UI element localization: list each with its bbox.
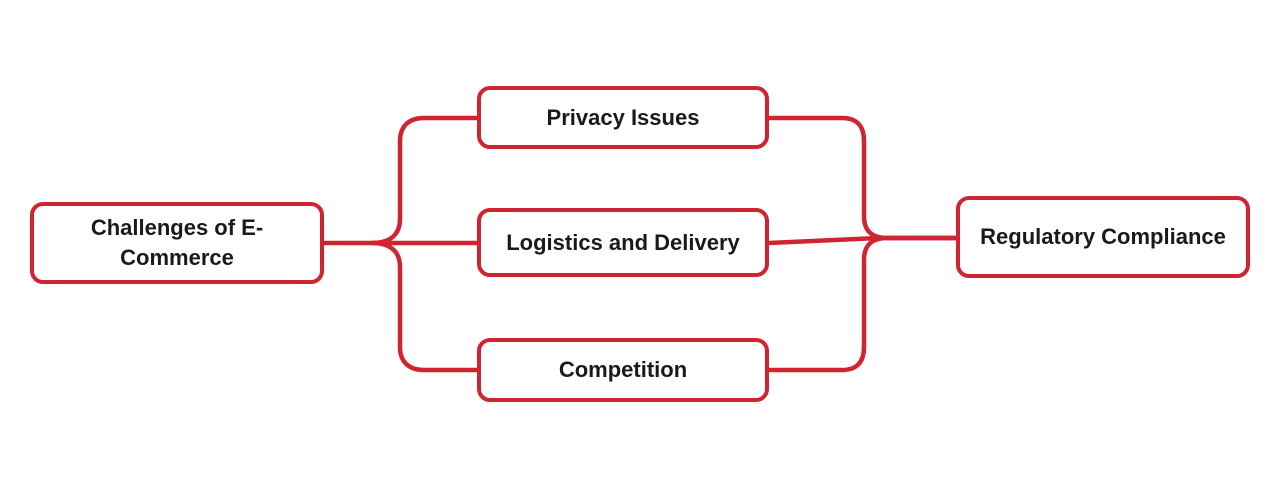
node-logistics-and-delivery-label: Logistics and Delivery xyxy=(506,229,740,255)
node-regulatory-compliance: Regulatory Compliance xyxy=(956,196,1250,278)
node-privacy-issues-label: Privacy Issues xyxy=(546,104,700,130)
node-competition-label: Competition xyxy=(558,357,688,383)
node-challenges-of-ecommerce-label: Challenges of E-Commerce xyxy=(90,215,264,270)
connector-competition-to-regulatory xyxy=(766,235,959,373)
node-regulatory-compliance-label: Regulatory Compliance xyxy=(980,224,1226,250)
connector-root-to-privacy xyxy=(369,115,480,246)
node-competition: Competition xyxy=(477,338,769,402)
connector-privacy-to-regulatory xyxy=(766,115,959,241)
connector-root-to-competition xyxy=(369,240,480,373)
node-challenges-of-ecommerce: Challenges of E-Commerce xyxy=(30,202,324,284)
node-privacy-issues: Privacy Issues xyxy=(477,86,769,149)
node-logistics-and-delivery: Logistics and Delivery xyxy=(477,208,769,277)
